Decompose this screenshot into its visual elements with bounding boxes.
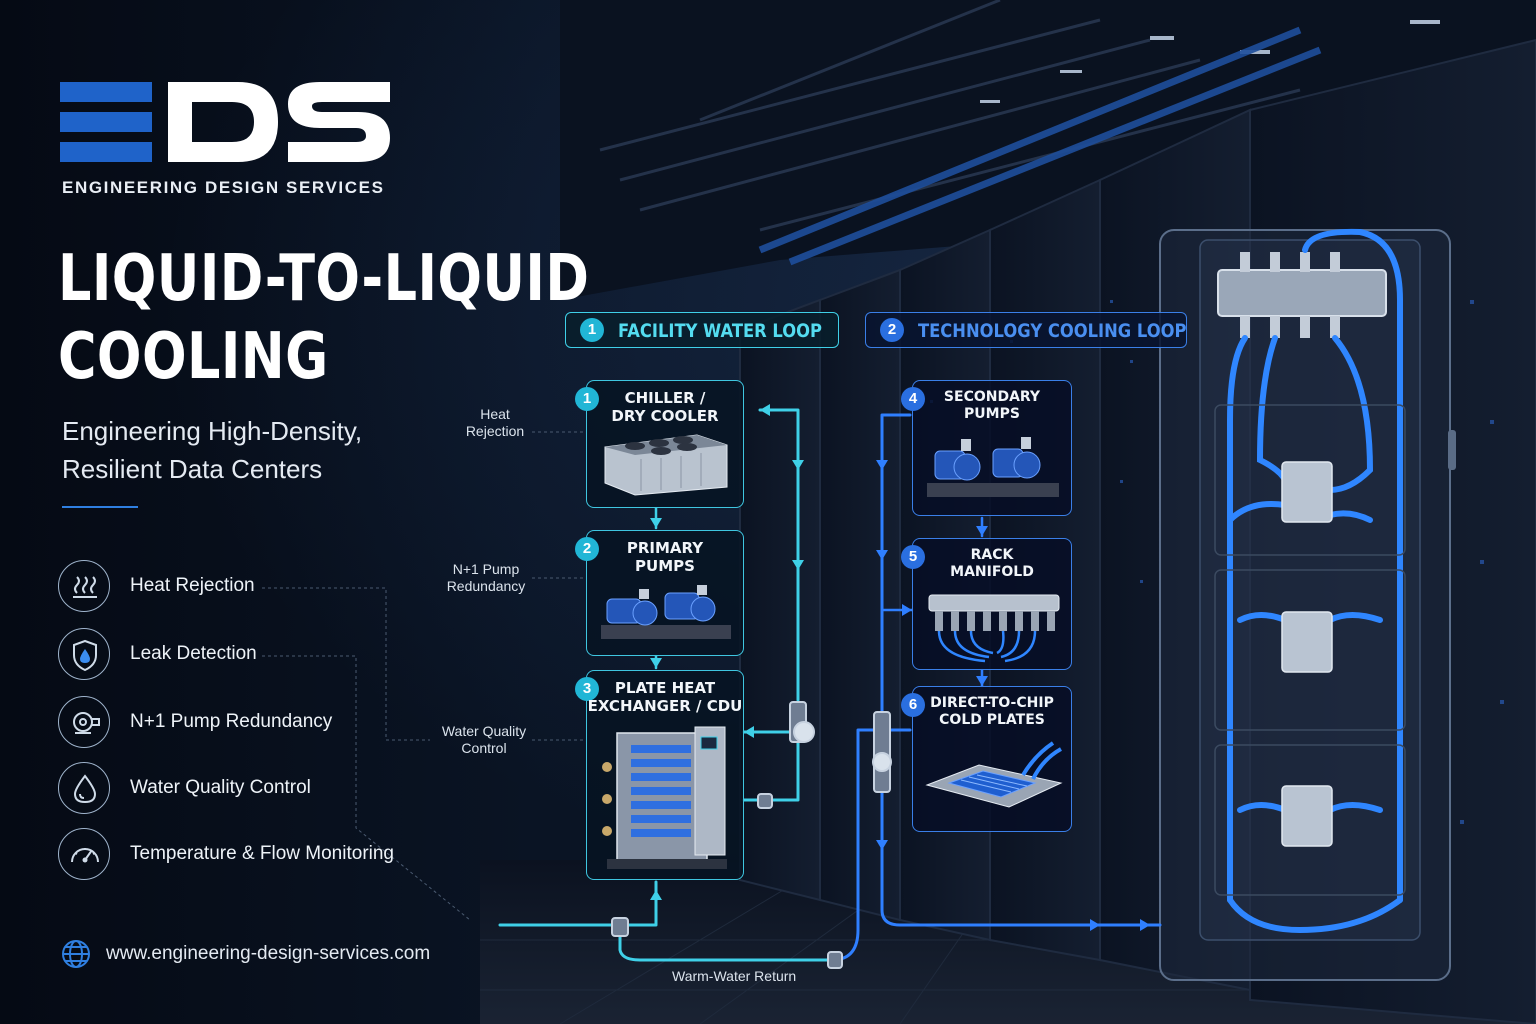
step-number: 4	[901, 387, 925, 411]
subtitle-line-2: Resilient Data Centers	[62, 454, 323, 484]
page-title: LIQUID-TO-LIQUID COOLING	[58, 240, 589, 396]
feature-temperature-flow: Temperature & Flow Monitoring	[58, 828, 478, 884]
facility-water-loop-header: 1 FACILITY WATER LOOP	[565, 312, 839, 348]
feature-label: N+1 Pump Redundancy	[130, 711, 333, 732]
gauge-icon	[58, 828, 110, 880]
feature-leak-detection: Leak Detection	[58, 628, 478, 684]
step-number: 1	[575, 387, 599, 411]
manifold-icon	[928, 594, 1060, 663]
primary-pumps-icon	[601, 585, 731, 639]
feature-label: Temperature & Flow Monitoring	[130, 843, 394, 864]
feature-label: Heat Rejection	[130, 575, 255, 596]
cold-plate-icon	[925, 741, 1063, 808]
eds-logo	[60, 82, 390, 162]
technology-cooling-loop-header: 2 TECHNOLOGY COOLING LOOP	[865, 312, 1187, 348]
feature-label: Water Quality Control	[130, 777, 311, 798]
chiller-icon	[604, 434, 728, 496]
step-number: 5	[901, 545, 925, 569]
loop-title: TECHNOLOGY COOLING LOOP	[918, 320, 1187, 342]
step-number: 3	[575, 677, 599, 701]
website-link[interactable]: www.engineering-design-services.com	[106, 943, 431, 964]
subtitle-line-1: Engineering High-Density,	[62, 416, 363, 446]
warm-water-return-label: Warm-Water Return	[672, 968, 797, 984]
subtitle: Engineering High-Density, Resilient Data…	[62, 412, 442, 488]
loop-number: 1	[580, 318, 604, 342]
water-drop-icon	[58, 762, 110, 814]
loop-number: 2	[880, 318, 904, 342]
secondary-pumps-icon	[927, 437, 1059, 497]
feature-water-quality: Water Quality Control	[58, 762, 478, 818]
component-title: CHILLER /DRY COOLER	[611, 389, 719, 425]
feature-pump-redundancy: N+1 Pump Redundancy	[58, 696, 478, 752]
shield-droplet-icon	[58, 628, 110, 680]
rack-cold-plate-illustration	[1159, 228, 1456, 981]
title-line-1: LIQUID-TO-LIQUID	[58, 242, 590, 316]
brand-tagline: ENGINEERING DESIGN SERVICES	[62, 178, 385, 197]
feature-heat-rejection: Heat Rejection	[58, 560, 478, 616]
step-number: 2	[575, 537, 599, 561]
heat-exchanger-icon	[602, 726, 727, 869]
heat-waves-icon	[58, 560, 110, 612]
loop-title: FACILITY WATER LOOP	[618, 320, 822, 342]
divider	[62, 506, 138, 508]
feature-label: Leak Detection	[130, 643, 257, 664]
chiller-dry-cooler-box: 1 CHILLER /DRY COOLER	[575, 380, 744, 508]
title-line-2: COOLING	[58, 320, 329, 394]
globe-icon	[62, 940, 90, 968]
step-number: 6	[901, 693, 925, 717]
pump-icon	[58, 696, 110, 748]
